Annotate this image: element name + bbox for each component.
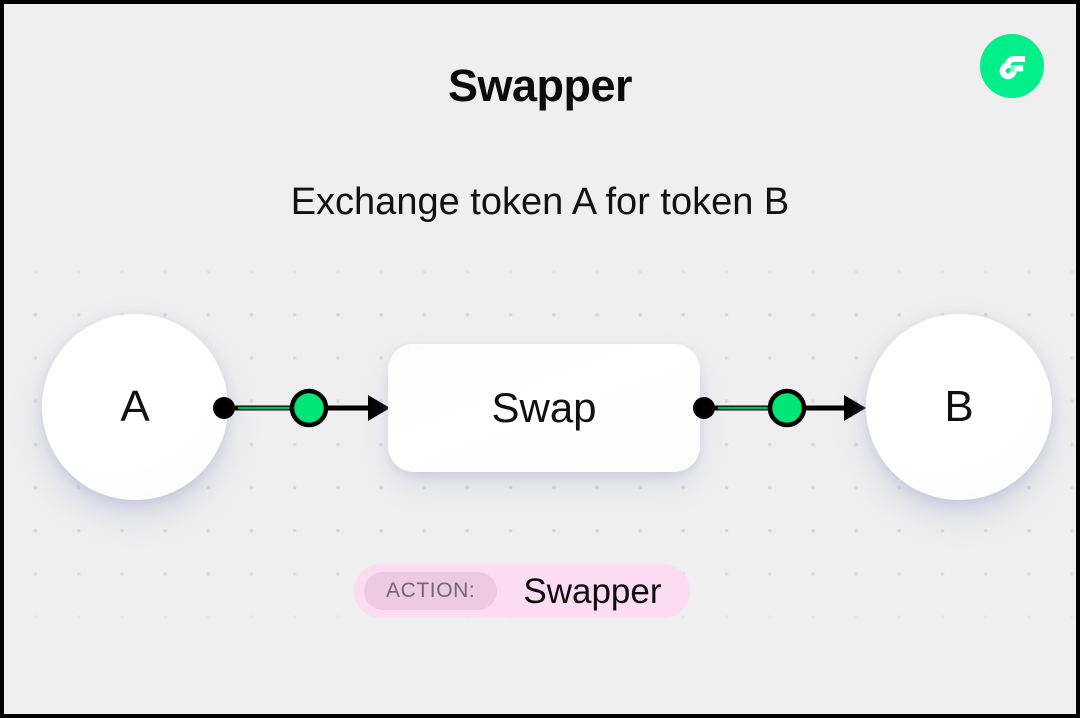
edge-swap-to-b — [692, 386, 866, 430]
edge-green-dot — [289, 388, 329, 428]
node-swap-label: Swap — [491, 384, 597, 431]
node-token-a-label: A — [120, 382, 150, 431]
edge-source-dot — [693, 397, 715, 419]
node-token-a[interactable]: A — [42, 314, 228, 500]
node-token-b-label: B — [944, 382, 974, 431]
flow-logo[interactable] — [980, 34, 1044, 98]
action-badge-prefix: ACTION: — [364, 572, 498, 610]
edge-arrowhead — [844, 395, 866, 421]
node-swap[interactable]: Swap — [388, 344, 700, 472]
edge-source-dot — [213, 397, 235, 419]
edge-arrowhead — [368, 395, 390, 421]
page-subtitle: Exchange token A for token B — [290, 181, 790, 223]
edge-green-dot — [767, 388, 807, 428]
action-badge: ACTION: Swapper — [354, 564, 690, 618]
node-token-b[interactable]: B — [866, 314, 1052, 500]
action-badge-value: Swapper — [523, 571, 662, 611]
page-title: Swapper — [447, 60, 633, 111]
edge-a-to-swap — [210, 386, 390, 430]
